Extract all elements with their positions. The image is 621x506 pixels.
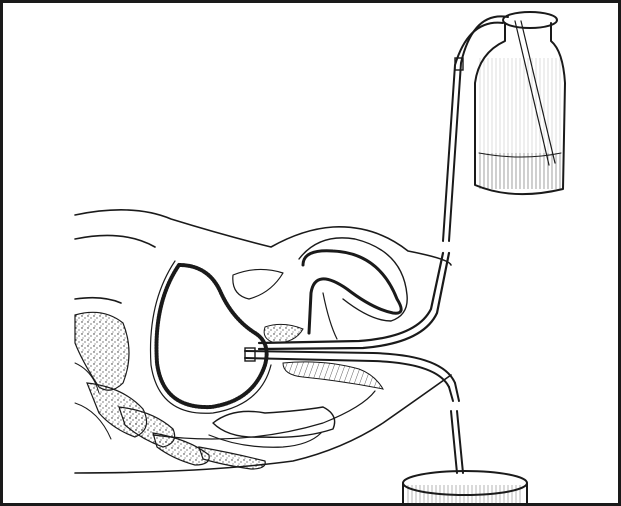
bladder	[151, 261, 272, 413]
irrigation-bottle	[475, 12, 565, 194]
spine	[75, 312, 265, 469]
penis	[299, 238, 407, 339]
medical-illustration	[3, 3, 621, 506]
catheter	[245, 324, 455, 389]
inflow-tube	[259, 16, 508, 349]
rectum	[209, 407, 335, 447]
collection-basin	[403, 471, 527, 506]
outflow-tube	[449, 383, 463, 473]
